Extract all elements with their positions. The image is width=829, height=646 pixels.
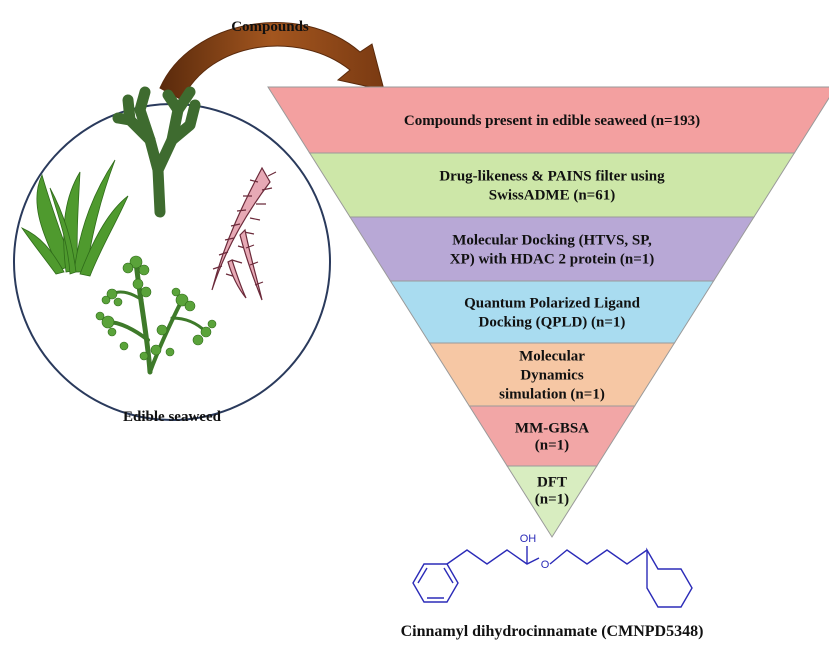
left-alkyl-chain <box>446 549 540 565</box>
funnel-layer-3-text: XP) with HDAC 2 protein (n=1) <box>450 252 655 268</box>
funnel-layer-7-text: (n=1) <box>535 492 569 508</box>
pink-seaweed-icon <box>211 166 277 301</box>
funnel-layer-2-text: Drug-likeness & PAINS filter using <box>439 169 665 185</box>
seaweed-circle <box>13 86 331 421</box>
leafy-seaweed-icon <box>95 255 217 375</box>
funnel-layer-7-text: DFT <box>537 475 567 491</box>
funnel-layer-5-text: Molecular <box>519 349 585 365</box>
funnel-layer-5-text: Dynamics <box>520 368 583 384</box>
funnel-layer-3 <box>349 216 755 282</box>
curved-arrow <box>159 22 385 101</box>
funnel-layer-7 <box>506 465 598 538</box>
molecule-structure <box>412 546 693 608</box>
arrow-label: Compounds <box>231 19 309 35</box>
funnel-layer-4-text: Docking (QPLD) (n=1) <box>479 315 626 331</box>
funnel-layer-5-text: simulation (n=1) <box>499 387 605 403</box>
branching-seaweed-icon <box>112 86 201 218</box>
left-benzene-ring <box>412 563 459 603</box>
funnel-layer-3-text: Molecular Docking (HTVS, SP, <box>452 233 652 249</box>
molecule-caption: Cinnamyl dihydrocinnamate (CMNPD5348) <box>401 623 704 640</box>
funnel-layer-2-text: SwissADME (n=61) <box>489 188 615 204</box>
funnel-layer-6-text: (n=1) <box>535 438 569 454</box>
funnel-layer-4-text: Quantum Polarized Ligand <box>464 296 641 312</box>
right-benzene-ring <box>646 547 693 608</box>
funnel-layer-4 <box>389 280 715 344</box>
funnel-layer-1-text: Compounds present in edible seaweed (n=1… <box>404 113 700 129</box>
grass-seaweed-icon <box>20 159 129 277</box>
funnel-layer-6-text: MM-GBSA <box>515 421 589 437</box>
o-label: O <box>541 559 550 571</box>
funnel-diagram: Compounds present in edible seaweed (n=1… <box>267 86 829 538</box>
right-alkyl-chain <box>549 549 648 565</box>
funnel-layer-2 <box>308 152 796 218</box>
oh-label: OH <box>520 533 537 545</box>
seaweed-label: Edible seaweed <box>123 409 222 425</box>
